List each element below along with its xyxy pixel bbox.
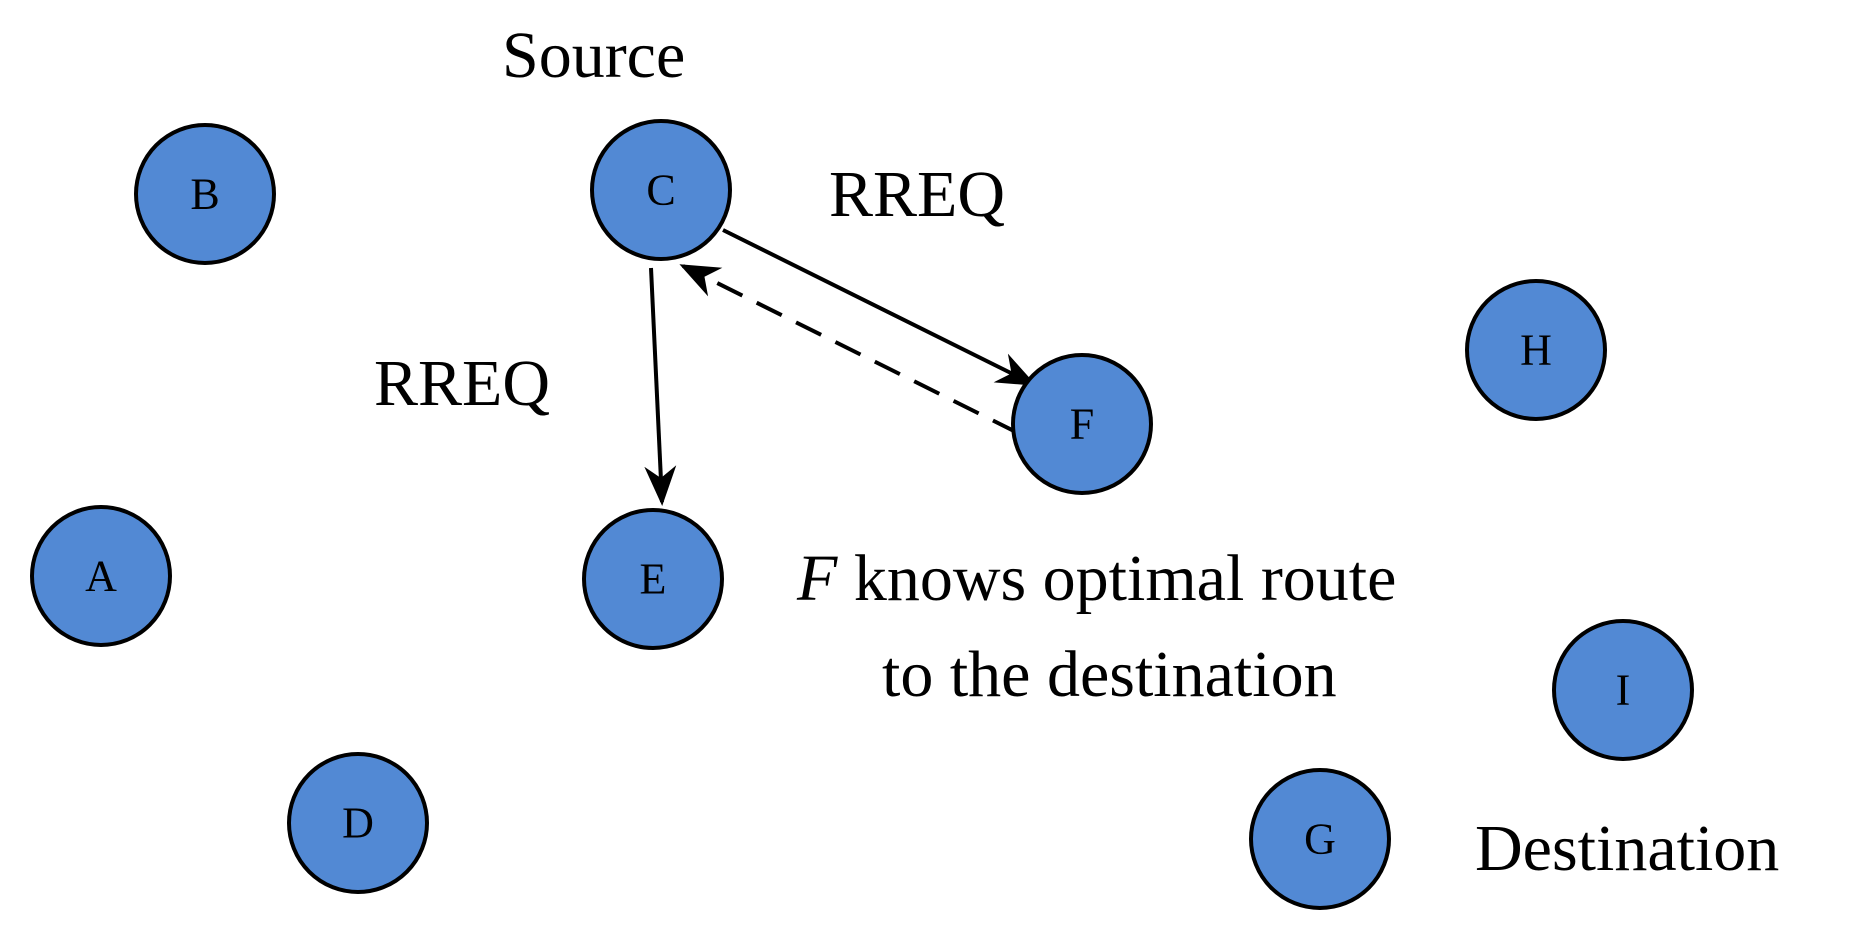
edge-f-to-c-dashed bbox=[679, 264, 1019, 435]
node-a-label: A bbox=[85, 552, 117, 601]
node-e-label: E bbox=[640, 555, 667, 604]
node-i: I bbox=[1552, 619, 1694, 761]
node-f: F bbox=[1011, 353, 1153, 495]
node-b-label: B bbox=[190, 170, 219, 219]
edge-c-to-e bbox=[644, 267, 677, 506]
destination-label: Destination bbox=[1475, 812, 1779, 885]
node-i-label: I bbox=[1616, 666, 1631, 715]
node-b: B bbox=[134, 123, 276, 265]
f-knows-line1: F knows optimal route bbox=[796, 542, 1396, 615]
source-label: Source bbox=[502, 19, 685, 92]
f-knows-rest: knows optimal route bbox=[837, 542, 1396, 615]
f-knows-italic: F bbox=[796, 542, 838, 615]
node-e: E bbox=[582, 508, 724, 650]
node-d-label: D bbox=[342, 799, 374, 848]
node-a: A bbox=[30, 505, 172, 647]
node-g-label: G bbox=[1304, 815, 1336, 864]
node-c: C bbox=[590, 119, 732, 261]
node-h-label: H bbox=[1520, 326, 1552, 375]
node-d: D bbox=[287, 752, 429, 894]
edge-c-to-f bbox=[722, 228, 1037, 386]
node-g: G bbox=[1249, 768, 1391, 910]
rreq-left-label: RREQ bbox=[374, 347, 550, 420]
rreq-top-label: RREQ bbox=[829, 158, 1005, 231]
node-c-label: C bbox=[646, 166, 675, 215]
node-h: H bbox=[1465, 279, 1607, 421]
f-knows-line2: to the destination bbox=[882, 638, 1337, 711]
node-f-label: F bbox=[1070, 400, 1094, 449]
